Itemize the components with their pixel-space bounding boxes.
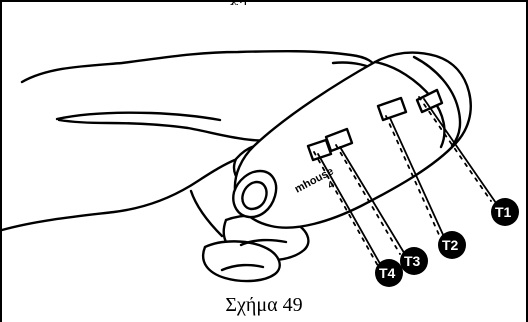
badge-t2-label: T2 [442,237,459,253]
badge-t3-label: T3 [404,253,421,269]
lower-wrist [2,159,237,230]
badge-t1-label: T1 [495,204,512,220]
button-labels: T1 T2 T3 T4 [375,198,519,287]
palm-base [191,191,222,236]
badge-t4: T4 [375,259,403,287]
hand-remote-illustration: mhouse 4 T1 T2 T3 [0,0,528,300]
badge-t2: T2 [438,231,466,259]
badge-t3: T3 [400,247,428,275]
badge-t4-label: T4 [379,265,396,281]
badge-t1: T1 [491,198,519,226]
figure-caption: Σχήμα 49 [0,294,528,317]
